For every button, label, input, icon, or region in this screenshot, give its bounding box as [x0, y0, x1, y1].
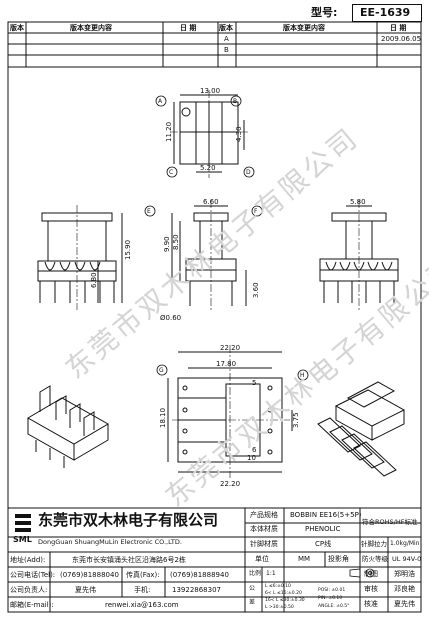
- marker-a: A: [158, 98, 163, 105]
- dim-front-height: 15.90: [124, 240, 132, 260]
- dim-side-b: 8.50: [172, 234, 180, 250]
- rev-row-b-edition: B: [224, 46, 229, 54]
- draw-value: 郑明浩: [394, 570, 415, 578]
- tolerance-6: PIN: ±0.10: [318, 596, 343, 601]
- rev-col-edition-1: 版本: [10, 24, 24, 32]
- manager-value: 夏先伟: [75, 586, 96, 594]
- fire-value: UL 94V-0: [392, 555, 422, 563]
- dim-front-lower: 6.80: [90, 272, 98, 288]
- tel-label: 公司电话(Tel):: [10, 571, 56, 579]
- model-value: EE-1639: [360, 6, 411, 19]
- tolerance-2: 6< L ≤16:±0.20: [265, 591, 302, 596]
- dim-bottom-inner: 17.80: [216, 360, 236, 368]
- dim-side-pin-dia: Ø0.60: [160, 314, 181, 322]
- marker-e: E: [147, 208, 151, 215]
- scale-label: 比例: [249, 570, 262, 577]
- dim-right-top: 5.80: [350, 198, 366, 206]
- dim-side-pin-len: 3.60: [252, 282, 260, 298]
- fax-label: 传真(Fax):: [126, 571, 160, 579]
- tolerance-7: ANGLE: ±0.5°: [318, 604, 350, 609]
- dim-bottom-foot: 22.20: [220, 480, 240, 488]
- pin-material-value: CP线: [315, 540, 332, 548]
- rev-col-edition-2: 版本: [219, 24, 233, 32]
- pin-label-5: 5: [252, 379, 256, 387]
- marker-b: B: [233, 98, 237, 105]
- rev-col-date-1: 日 期: [180, 24, 197, 32]
- rev-row-a-edition: A: [224, 35, 229, 43]
- rev-col-content-2: 版本变更内容: [283, 24, 325, 32]
- tel-value: (0769)81888040: [60, 571, 119, 579]
- pin-force-value: 1.0kg/Min: [390, 540, 420, 547]
- address-value: 东莞市长安镇涌头社区沿海路6号2栋: [72, 556, 186, 564]
- dim-top-right: 4.30: [235, 126, 243, 142]
- dim-bottom-total: 22.20: [220, 344, 240, 352]
- dim-top-height: 11.20: [165, 122, 173, 142]
- dim-top-bottom: 5.20: [200, 164, 216, 172]
- dim-top-width: 13.00: [200, 87, 220, 95]
- approve-label: 核准: [364, 600, 378, 608]
- company-logo-mark: SML: [13, 535, 32, 544]
- marker-d: D: [246, 169, 251, 176]
- tolerance-1: L ≤6:±0.10: [265, 584, 291, 589]
- marker-c: C: [169, 169, 173, 176]
- dim-bottom-pitch: 3.75: [292, 412, 300, 428]
- mobile-value: 13922868307: [172, 586, 221, 594]
- pin-label-6: 6: [252, 446, 257, 454]
- rohs-note: 符合ROHS/HF标准: [362, 518, 418, 526]
- material-label: 本体材质: [250, 525, 278, 533]
- email-label: 邮箱(E-mail):: [10, 601, 54, 609]
- marker-f: F: [254, 208, 258, 215]
- draw-label: 制图: [364, 570, 378, 578]
- fire-label: 防火等级: [362, 555, 388, 563]
- email-value: renwei.xia@163.com: [105, 601, 179, 609]
- product-value: BOBBIN EE16(5+5P): [290, 511, 362, 519]
- dim-side-a: 9.90: [163, 236, 171, 252]
- projection-label: 投影角: [328, 555, 349, 563]
- pin-force-label: 针脚拉力: [361, 540, 387, 548]
- tolerance-label-1: 公: [249, 585, 256, 592]
- mobile-label: 手机:: [134, 586, 151, 594]
- tolerance-label-2: 差: [249, 599, 256, 606]
- review-value: 邓良艳: [394, 585, 415, 593]
- tolerance-3: 16< L ≤30:±0.30: [265, 598, 305, 603]
- material-value: PHENOLIC: [305, 525, 341, 533]
- review-label: 审核: [364, 585, 378, 593]
- company-name-en: DongGuan ShuangMuLin Electronic CO.,LTD.: [38, 538, 182, 546]
- rev-col-date-2: 日 期: [390, 24, 407, 32]
- unit-value: MM: [298, 555, 311, 563]
- address-label: 地址(Add):: [10, 556, 46, 564]
- dim-side-top: 6.60: [203, 198, 219, 206]
- product-label: 产品规格: [250, 511, 278, 519]
- marker-h: H: [300, 372, 305, 379]
- marker-g: G: [159, 367, 164, 374]
- pin-label-10: 10: [247, 454, 256, 462]
- approve-value: 夏先伟: [394, 600, 415, 608]
- manager-label: 公司负责人:: [10, 586, 48, 594]
- company-name-cn: 东莞市双木林电子有限公司: [38, 511, 219, 529]
- dim-bottom-height: 18.10: [159, 408, 167, 428]
- tolerance-4: L >30:±0.50: [265, 605, 294, 610]
- rev-col-content-1: 版本变更内容: [70, 24, 112, 32]
- fax-value: (0769)81888940: [170, 571, 229, 579]
- tolerance-5: POSI: ±0.01: [318, 588, 346, 593]
- scale-value: 1:1: [266, 570, 276, 577]
- pin-material-label: 针脚材质: [250, 540, 278, 548]
- model-label: 型号:: [311, 6, 338, 19]
- rev-row-a-date: 2009.06.05: [381, 35, 422, 43]
- unit-label: 单位: [255, 555, 269, 563]
